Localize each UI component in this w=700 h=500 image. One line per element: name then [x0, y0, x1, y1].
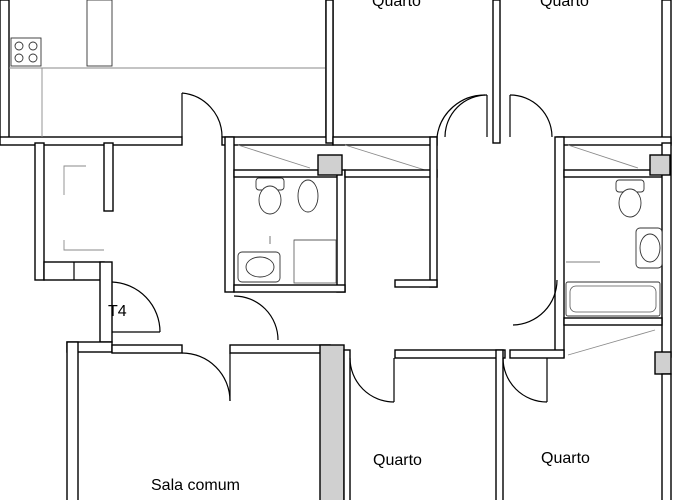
- toilet-icon: [258, 185, 282, 215]
- right-bathroom: [554, 136, 672, 375]
- t4-left-wall: [99, 261, 113, 343]
- room-label-top-quarto-1: Quarto: [372, 0, 421, 10]
- bidet-icon: [297, 179, 319, 213]
- sala-comum: Sala comum: [66, 341, 345, 500]
- bath-right-wall: [336, 169, 346, 293]
- bath-bottom-wall: [563, 317, 663, 326]
- door-swing: [349, 357, 395, 403]
- storage-area: T4: [34, 142, 161, 343]
- bath-top-wall: [563, 169, 663, 178]
- stove: [10, 37, 42, 67]
- bathtub: [565, 281, 661, 317]
- room-wall: [495, 349, 504, 500]
- kitchen-bottom-wall: [0, 136, 183, 146]
- door-swing: [181, 352, 231, 402]
- bathtub-inner: [569, 285, 657, 313]
- door-swing: [509, 94, 553, 138]
- room-label-bottom-quarto-1: Quarto: [373, 452, 422, 469]
- outer-wall-right-bottom: [661, 373, 672, 500]
- toilet-icon: [618, 188, 642, 218]
- room-top-wall: [509, 349, 565, 359]
- storage-right-wall: [103, 142, 114, 212]
- wardrobe-diagonal: [344, 144, 426, 171]
- top-room-2: Quarto: [509, 0, 672, 146]
- room-bottom-wall: [556, 136, 672, 146]
- room-label-sala-comum: Sala comum: [151, 477, 240, 494]
- sink-icon: [639, 233, 661, 263]
- door-swing: [444, 94, 488, 138]
- burner-icon: [28, 53, 38, 63]
- door-swing: [436, 94, 486, 138]
- door-swing: [111, 281, 161, 333]
- door-swing: [502, 357, 548, 403]
- outer-wall-left-bottom: [66, 341, 79, 500]
- outer-wall-left-top: [0, 0, 10, 144]
- room-wall: [343, 349, 351, 500]
- room-top-wall: [229, 344, 331, 354]
- central-bathroom: [224, 136, 346, 341]
- room-label-t4: T4: [108, 303, 127, 320]
- wardrobe-diagonal: [567, 329, 656, 356]
- room-bottom-wall: [332, 136, 438, 146]
- structural-column: [319, 344, 345, 500]
- room-top-wall: [111, 344, 183, 354]
- sink-icon: [245, 256, 275, 278]
- bottom-room-2: Quarto: [502, 349, 672, 500]
- top-room-1: Quarto: [325, 0, 501, 171]
- room-top-wall: [394, 349, 506, 359]
- duct: [654, 351, 672, 375]
- kitchen-island: [86, 0, 113, 67]
- closet-bottom-wall: [394, 279, 438, 288]
- kitchen: [0, 0, 334, 146]
- wardrobe-diagonal: [567, 144, 639, 169]
- bath-left-wall: [554, 136, 565, 358]
- burner-icon: [14, 53, 24, 63]
- storage-shelf: [63, 240, 104, 251]
- shower-tray: [293, 239, 337, 284]
- kitchen-bottom-wall-right: [221, 136, 334, 146]
- door-swing: [512, 279, 558, 326]
- room-label-top-quarto-2: Quarto: [540, 0, 589, 10]
- storage-left-wall: [34, 142, 45, 281]
- room-wall: [492, 0, 501, 144]
- corridor-closet: [344, 136, 438, 288]
- wardrobe-diagonal: [237, 144, 311, 169]
- storage-shelf: [63, 165, 86, 195]
- door-swing: [233, 295, 279, 341]
- bath-bottom-wall: [233, 284, 346, 293]
- room-label-bottom-quarto-2: Quarto: [541, 450, 590, 467]
- duct: [317, 154, 343, 176]
- bottom-room-1: Quarto: [343, 349, 506, 500]
- closet-top-wall: [344, 169, 438, 178]
- bath-left-wall: [224, 136, 235, 293]
- room-wall: [325, 0, 334, 144]
- door-swing: [181, 92, 223, 138]
- burner-icon: [28, 41, 38, 51]
- duct: [649, 154, 671, 176]
- closet-right-wall: [429, 136, 438, 288]
- outer-wall-right: [661, 0, 672, 144]
- burner-icon: [14, 41, 24, 51]
